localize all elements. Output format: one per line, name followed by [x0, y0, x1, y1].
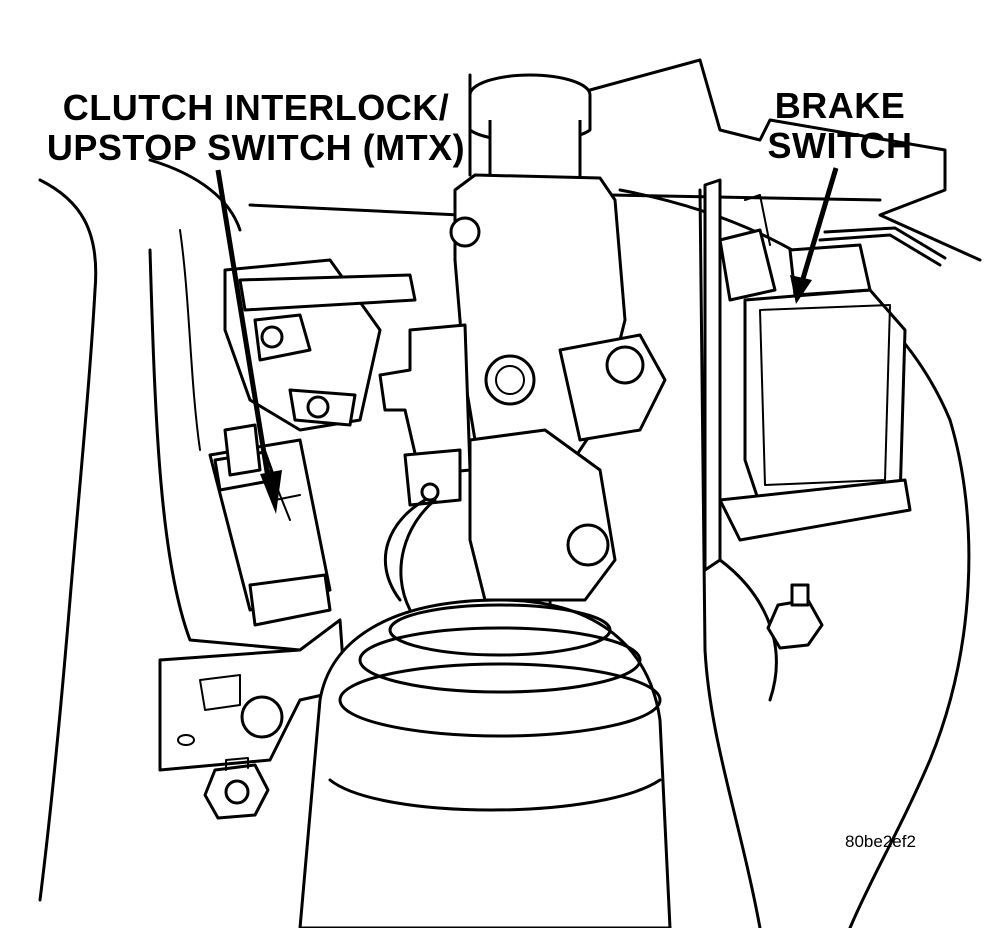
clutch-switch-assembly: [208, 258, 417, 627]
figure-id: 80be2ef2: [845, 832, 916, 851]
clutch-label-line1: CLUTCH INTERLOCK/: [62, 87, 450, 128]
shaft-boot: [298, 598, 672, 930]
mounting-nut-left: [203, 757, 270, 820]
pedal-bracket-plate: [158, 618, 347, 772]
brake-switch-label: BRAKE SWITCH: [760, 86, 920, 166]
brake-leader-arrow: [790, 167, 839, 304]
mounting-nut-right: [766, 583, 824, 650]
clutch-leader-arrow: [215, 169, 282, 514]
steering-column-shaft: [449, 73, 667, 637]
brake-label-line1: BRAKE: [774, 85, 906, 126]
dash-panel-outline: [38, 58, 982, 930]
brake-label-line2: SWITCH: [767, 125, 913, 166]
clutch-interlock-label: CLUTCH INTERLOCK/ UPSTOP SWITCH (MTX): [40, 88, 472, 168]
brake-switch-assembly: [703, 178, 947, 702]
center-connector: [378, 323, 472, 612]
clutch-label-line2: UPSTOP SWITCH (MTX): [46, 127, 466, 168]
